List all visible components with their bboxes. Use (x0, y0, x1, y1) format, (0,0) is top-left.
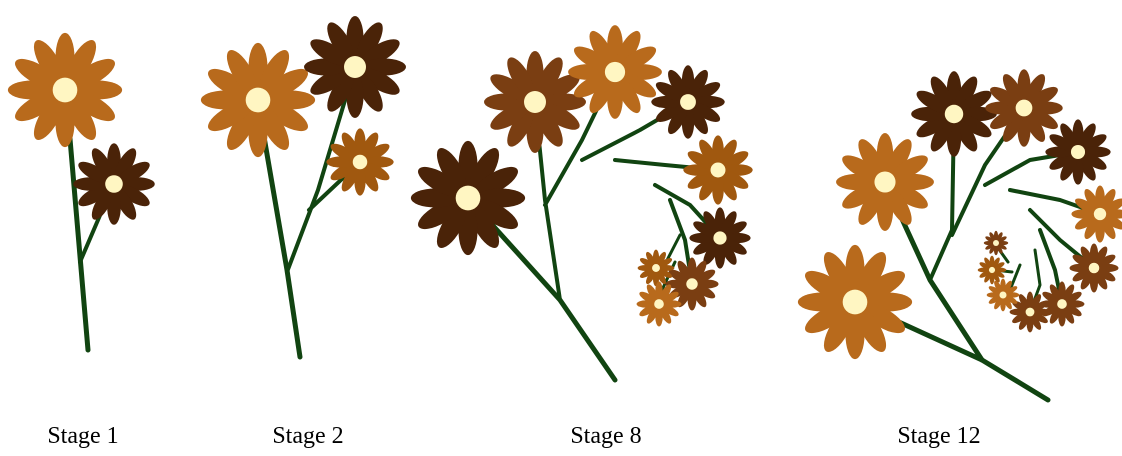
flower-center (1057, 299, 1067, 309)
flower-center (652, 264, 660, 272)
flower (1071, 185, 1122, 242)
flower-center (246, 88, 271, 113)
flower (911, 71, 997, 157)
flower-center (53, 78, 78, 103)
flower-center (680, 94, 696, 110)
flower (836, 133, 934, 231)
flower-center (713, 231, 726, 244)
flower-center (1026, 308, 1035, 317)
flower-center (843, 290, 868, 315)
flower-center (344, 56, 366, 78)
flower (201, 43, 315, 157)
flower-center (353, 155, 368, 170)
flower-center (993, 240, 999, 246)
flower-center (1094, 208, 1106, 220)
flower-center (999, 291, 1006, 298)
flower-center (1071, 145, 1085, 159)
stage-label: Stage 8 (570, 424, 641, 448)
flower (484, 51, 586, 153)
stage-12-drawing (798, 69, 1122, 400)
flower-center (605, 62, 625, 82)
stage-1-drawing (8, 33, 155, 350)
stage-label: Stage 12 (897, 424, 980, 448)
flower-center (989, 267, 995, 273)
flower (411, 141, 525, 255)
flower-center (1016, 100, 1033, 117)
flower (651, 65, 724, 138)
flower-center (456, 186, 481, 211)
flower (1070, 244, 1119, 293)
stage-label: Stage 2 (272, 424, 343, 448)
stage-label: Stage 1 (47, 424, 118, 448)
flower-center (711, 163, 726, 178)
flower (73, 143, 155, 225)
flower-center (874, 171, 895, 192)
flower-center (686, 278, 697, 289)
flower-center (524, 91, 546, 113)
flower (8, 33, 122, 147)
flower (1045, 119, 1110, 184)
flower-center (945, 105, 963, 123)
flower (984, 231, 1008, 255)
flower (304, 16, 406, 118)
flower (1010, 292, 1051, 333)
flower (798, 245, 912, 359)
flower-center (654, 299, 664, 309)
stage-2-drawing (201, 16, 406, 357)
flower (683, 135, 752, 204)
stage-8-drawing (411, 25, 753, 380)
flower-center (105, 175, 123, 193)
flower-center (1089, 263, 1100, 274)
